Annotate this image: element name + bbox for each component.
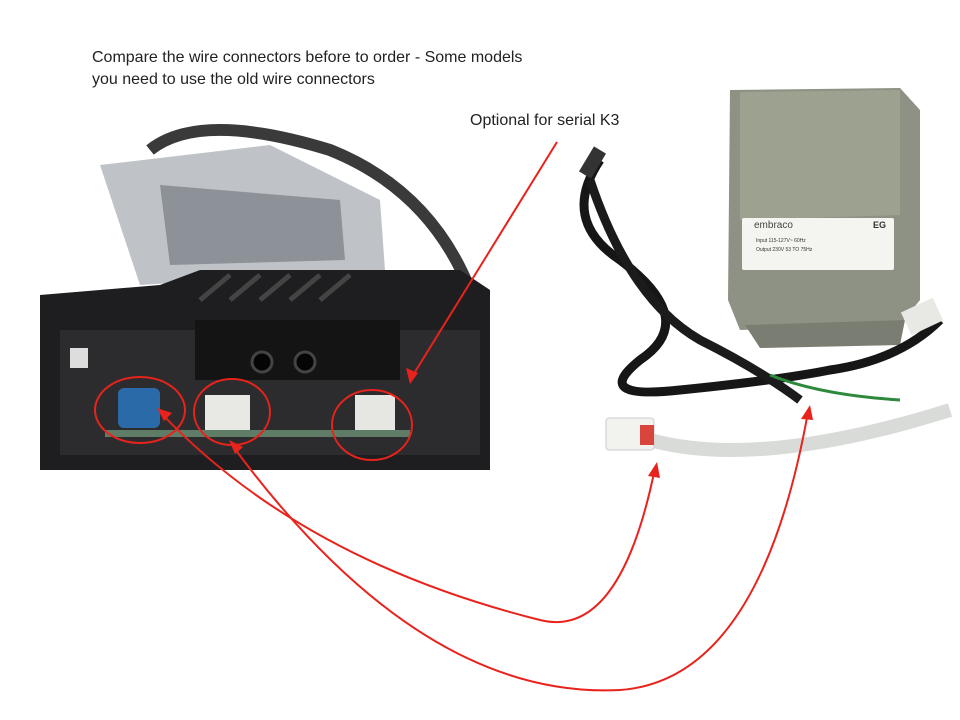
old-inverter-board-photo (40, 124, 490, 470)
highlight-circle-blue-connector (94, 376, 186, 444)
highlight-circle-k3-connector (331, 389, 413, 461)
label-brand: embraco (754, 220, 793, 231)
main-annotation-line2: you need to use the old wire connectors (92, 71, 375, 88)
annotation-markup (94, 141, 809, 692)
arrow-connector-1 (159, 411, 656, 623)
label-input: Input 115-127V~ 60Hz (756, 238, 806, 244)
main-annotation: Compare the wire connectors before to or… (92, 47, 612, 91)
main-annotation-line1: Compare the wire connectors before to or… (92, 49, 523, 66)
arrow-connector-2 (231, 411, 809, 692)
product-label: embraco EG Input 115-127V~ 60Hz Output 2… (742, 218, 894, 270)
label-model-code: EG (872, 220, 886, 230)
label-output: Output 230V 53 TO 75Hz (756, 247, 813, 253)
arrowheads (157, 368, 813, 478)
arrow-k3 (409, 141, 558, 381)
k3-annotation: Optional for serial K3 (470, 112, 620, 129)
